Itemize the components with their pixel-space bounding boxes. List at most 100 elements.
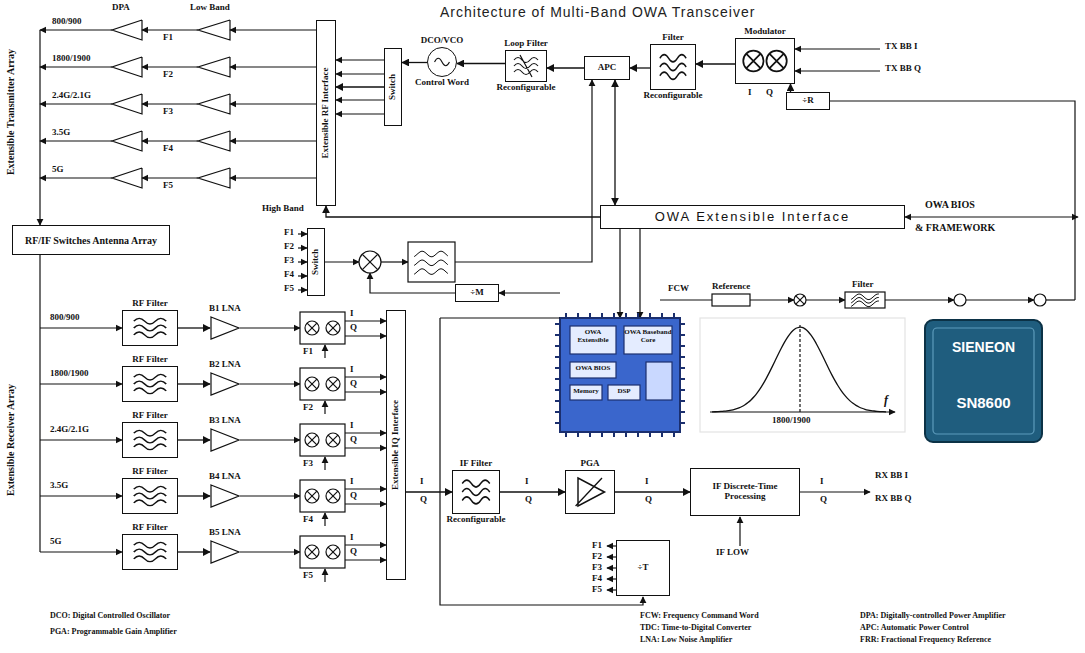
plot-area bbox=[700, 318, 905, 432]
connector-arrow bbox=[178, 439, 210, 440]
frequency-label: F2 bbox=[592, 552, 602, 562]
abbreviation: TDC: Time-to-Digital Converter bbox=[640, 624, 751, 633]
node-text: Extensible RF Interface bbox=[321, 67, 331, 158]
band-label: 3.5G bbox=[50, 481, 68, 491]
summing-node bbox=[1034, 294, 1046, 306]
signal-name: RX BB Q bbox=[875, 494, 912, 504]
wire bbox=[324, 457, 325, 470]
abbreviation: APC: Automatic Power Control bbox=[860, 624, 969, 633]
signal-name: I bbox=[525, 477, 529, 487]
wire bbox=[40, 383, 122, 384]
wire bbox=[830, 101, 1075, 300]
wire bbox=[324, 345, 325, 358]
antenna-box: RF/IF Switches Antenna Array bbox=[12, 225, 170, 255]
connector-arrow bbox=[614, 80, 615, 205]
frequency-label: F5 bbox=[303, 571, 313, 581]
filter-box: Loop FilterReconfigurable bbox=[505, 50, 547, 82]
node-text: RF Filter bbox=[132, 355, 167, 365]
filter-box: RF Filter bbox=[122, 422, 178, 458]
frequency-label: F3 bbox=[284, 256, 294, 266]
mixer-symbol bbox=[307, 491, 317, 501]
wire bbox=[499, 292, 560, 293]
mixer-symbol bbox=[305, 489, 319, 503]
node-text: B4 LNA bbox=[209, 472, 241, 482]
frequency-label: F5 bbox=[592, 585, 602, 595]
node-text: IF Discrete-Time Processing bbox=[695, 482, 795, 502]
connector-arrow bbox=[178, 383, 210, 384]
signal-name: I bbox=[350, 309, 354, 319]
frequency-label: F3 bbox=[303, 459, 313, 469]
signal-name: IF LOW bbox=[716, 548, 749, 558]
frequency-label: F2 bbox=[284, 242, 294, 252]
process-box: APC bbox=[584, 56, 630, 80]
amplifier-symbol bbox=[112, 168, 142, 188]
wire bbox=[966, 299, 1034, 300]
abbreviation: FCW: Frequency Command Word bbox=[640, 612, 759, 621]
frequency-label: F4 bbox=[163, 144, 173, 154]
tri-symbol bbox=[210, 372, 240, 396]
amplifier-symbol bbox=[112, 131, 142, 151]
connector-arrow bbox=[630, 67, 650, 68]
chip-block bbox=[624, 326, 672, 354]
filter-symbol bbox=[851, 301, 879, 307]
wire bbox=[1046, 299, 1075, 300]
column-heading: Low Band bbox=[190, 3, 230, 13]
wire bbox=[607, 556, 616, 557]
frequency-label: F1 bbox=[163, 33, 173, 43]
wire bbox=[240, 439, 300, 440]
reference-block bbox=[712, 294, 750, 306]
wire bbox=[298, 275, 307, 276]
node-text: OWA Extensible Interface bbox=[655, 210, 851, 224]
wire bbox=[40, 439, 122, 440]
chip-block bbox=[570, 362, 616, 378]
wire bbox=[325, 261, 359, 262]
process-box: IF Discrete-Time Processing bbox=[690, 468, 800, 516]
bp-symbol bbox=[123, 367, 177, 401]
signal-name: Q bbox=[350, 547, 357, 557]
node-text: Filter bbox=[662, 33, 684, 43]
mixer-block bbox=[300, 480, 345, 512]
wire bbox=[298, 247, 307, 248]
tri-symbol bbox=[210, 540, 240, 564]
node-text: Loop Filter bbox=[504, 39, 548, 49]
band-label: 5G bbox=[50, 537, 62, 547]
wire bbox=[795, 70, 880, 71]
chip-image bbox=[925, 320, 1042, 442]
wire bbox=[230, 140, 316, 141]
wire bbox=[40, 29, 112, 30]
wire bbox=[324, 401, 325, 414]
connector-arrow bbox=[336, 86, 384, 87]
signal-name: I bbox=[820, 477, 824, 487]
band-label: 2.4G/2.1G bbox=[52, 91, 91, 101]
wire bbox=[240, 551, 300, 552]
interface-bar: Extensible IQ Interface bbox=[386, 310, 406, 580]
abbreviation: DPA: Digitally-controlled Power Amplifie… bbox=[860, 612, 1006, 621]
connector-arrow bbox=[696, 63, 735, 64]
chip-block bbox=[608, 385, 640, 400]
wire bbox=[440, 318, 643, 605]
connector-arrow bbox=[406, 491, 452, 492]
mixer-symbol bbox=[362, 254, 377, 269]
mixer-symbol bbox=[305, 321, 319, 335]
node-text: B3 LNA bbox=[209, 416, 241, 426]
wire bbox=[739, 517, 740, 546]
wire bbox=[230, 177, 316, 178]
band-label: 1800/1900 bbox=[50, 369, 89, 379]
signal-name: RX BB I bbox=[875, 471, 908, 481]
mixer-block bbox=[300, 536, 345, 568]
wire bbox=[345, 488, 386, 489]
signal-name: Q bbox=[766, 88, 773, 98]
amplifier-symbol bbox=[198, 168, 230, 188]
frequency-label: F1 bbox=[592, 541, 602, 551]
chip-block bbox=[570, 326, 616, 354]
signal-name: I bbox=[420, 477, 424, 487]
signal-name: I bbox=[350, 533, 354, 543]
mixer-symbol bbox=[328, 435, 338, 445]
wire bbox=[370, 273, 455, 293]
mixer-symbol bbox=[794, 294, 806, 306]
node-text: ÷M bbox=[470, 288, 483, 298]
frequency-label: F5 bbox=[284, 284, 294, 294]
node-text: B2 LNA bbox=[209, 360, 241, 370]
mixer-block bbox=[300, 368, 345, 400]
amplifier-symbol bbox=[198, 131, 230, 151]
